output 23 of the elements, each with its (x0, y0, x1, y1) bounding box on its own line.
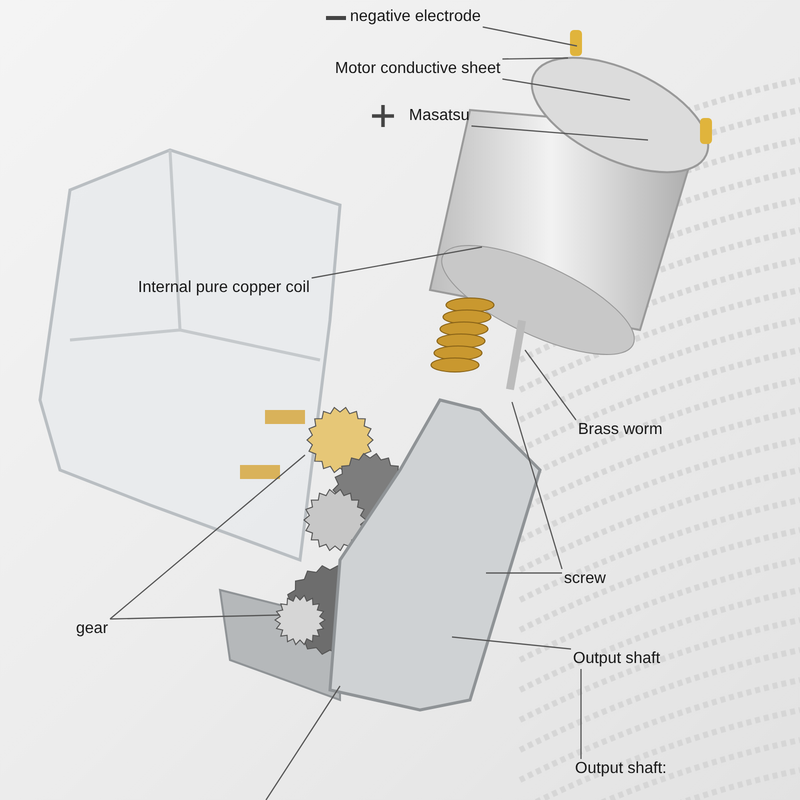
leader-line (486, 572, 562, 574)
part-label: screw (564, 569, 606, 589)
leader-line (511, 402, 563, 570)
leader-line (110, 614, 280, 620)
part-label: Motor conductive sheet (335, 59, 500, 79)
part-label: gear (76, 619, 108, 639)
part-label: Output shaft: (575, 759, 667, 779)
leader-line (482, 26, 578, 47)
part-label: Brass worm (578, 420, 662, 440)
leader-line (266, 686, 340, 800)
leader-line (452, 636, 572, 650)
part-label: Masatsu (409, 106, 470, 126)
part-label: Output shaft (573, 649, 660, 669)
leader-line (471, 125, 648, 141)
leader-line (502, 57, 568, 60)
part-label: Internal pure copper coil (138, 278, 310, 298)
leader-line (312, 246, 482, 279)
part-label: negative electrode (350, 7, 481, 27)
leader-line (524, 350, 576, 420)
leader-line (580, 669, 582, 759)
leader-line (110, 454, 306, 620)
gear-plate-drawing (328, 398, 542, 712)
leader-line (502, 78, 630, 101)
